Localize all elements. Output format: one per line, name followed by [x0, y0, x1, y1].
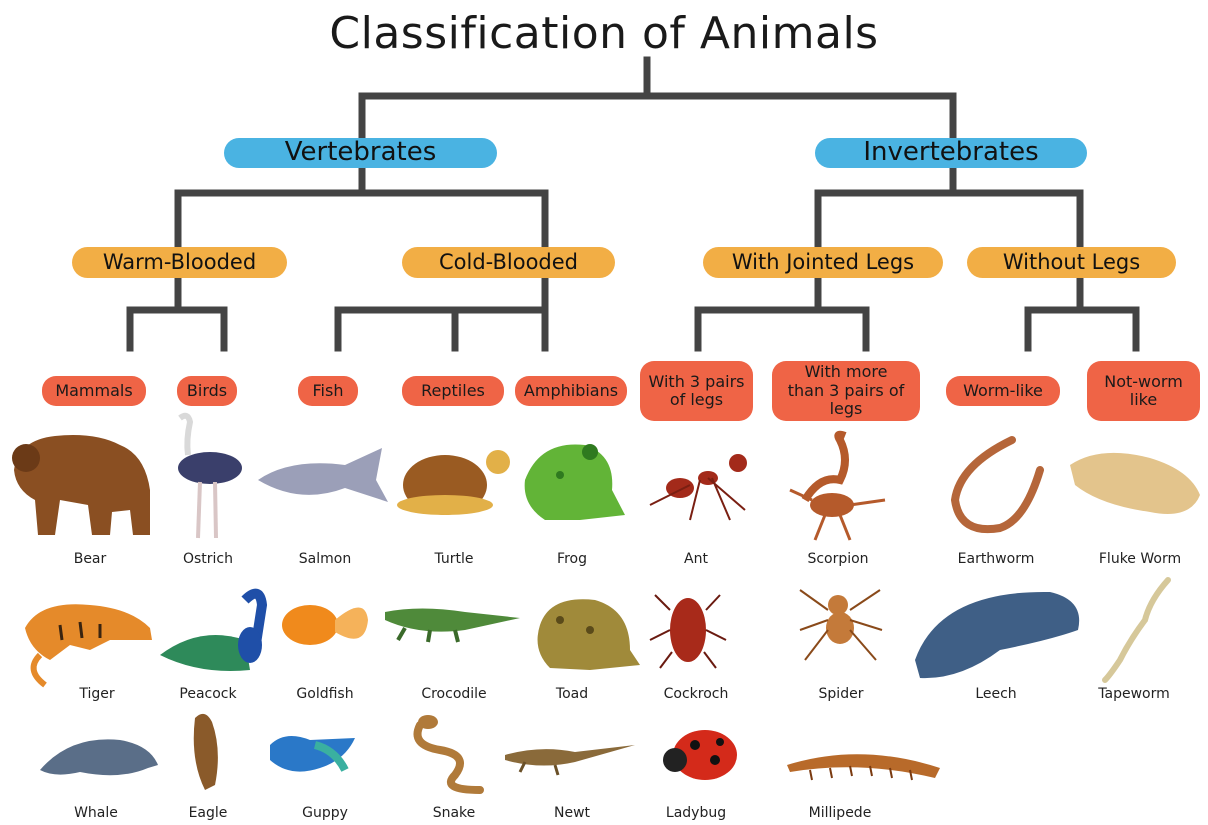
label-toad: Toad: [502, 686, 642, 702]
label-cockroch: Cockroch: [626, 686, 766, 702]
label-goldfish: Goldfish: [255, 686, 395, 702]
whale-icon: [40, 739, 158, 775]
millipede-icon: [787, 754, 940, 780]
label-earthworm: Earthworm: [926, 551, 1066, 567]
scorpion-icon: [790, 435, 885, 540]
newt-icon: [505, 745, 635, 775]
ant-icon: [650, 454, 747, 520]
label-spider: Spider: [771, 686, 911, 702]
frog-icon: [525, 444, 625, 520]
label-ladybug: Ladybug: [626, 805, 766, 821]
goldfish-icon: [282, 605, 368, 645]
leech-icon: [915, 592, 1079, 678]
label-salmon: Salmon: [255, 551, 395, 567]
label-ant: Ant: [626, 551, 766, 567]
peacock-icon: [160, 594, 262, 671]
spider-icon: [800, 590, 882, 660]
label-fluke-worm: Fluke Worm: [1070, 551, 1208, 567]
ostrich-icon: [178, 416, 242, 538]
ladybug-icon: [663, 730, 737, 780]
toad-icon: [538, 599, 640, 670]
tapeworm-icon: [1105, 580, 1168, 680]
turtle-icon: [397, 450, 510, 515]
cockroach-icon: [650, 595, 726, 668]
label-scorpion: Scorpion: [768, 551, 908, 567]
crocodile-icon: [385, 609, 520, 643]
fluke-worm-icon: [1070, 453, 1200, 514]
eagle-icon: [194, 714, 218, 790]
earthworm-icon: [955, 440, 1040, 529]
snake-icon: [418, 715, 481, 790]
label-leech: Leech: [926, 686, 1066, 702]
label-guppy: Guppy: [255, 805, 395, 821]
guppy-icon: [270, 736, 355, 772]
label-frog: Frog: [502, 551, 642, 567]
label-millipede: Millipede: [770, 805, 910, 821]
tiger-icon: [25, 604, 152, 685]
label-tapeworm: Tapeworm: [1064, 686, 1204, 702]
label-newt: Newt: [502, 805, 642, 821]
salmon-icon: [258, 448, 388, 502]
bear-icon: [12, 435, 150, 535]
